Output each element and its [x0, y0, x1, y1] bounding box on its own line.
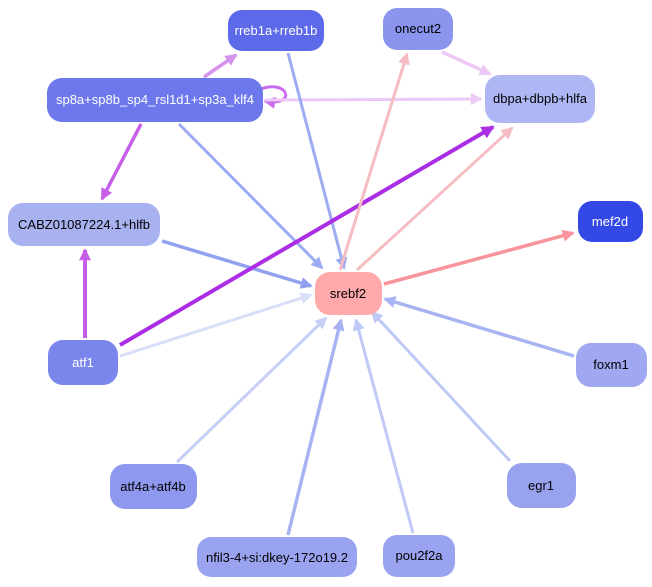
edge-onecut2-to-dbpa[interactable] — [441, 50, 492, 76]
node-nfil3-box[interactable] — [197, 537, 357, 577]
node-layer: rreb1a+rreb1b onecut2 sp8a+sp8b_sp4_rsl1… — [8, 8, 647, 577]
node-dbpa-box[interactable] — [485, 75, 595, 123]
node-atf4a-box[interactable] — [110, 464, 197, 509]
node-egr1-box[interactable] — [507, 463, 576, 508]
node-egr1[interactable]: egr1 — [507, 463, 576, 508]
node-sp8a-box[interactable] — [47, 78, 263, 122]
node-pou2f2a-box[interactable] — [383, 535, 455, 577]
node-pou2f2a[interactable]: pou2f2a — [383, 535, 455, 577]
node-onecut2[interactable]: onecut2 — [383, 8, 453, 50]
edge-atf1-to-srebf2[interactable] — [119, 292, 313, 358]
node-foxm1[interactable]: foxm1 — [576, 343, 647, 387]
node-srebf2[interactable]: srebf2 — [315, 272, 382, 315]
edge-srebf2-to-onecut2[interactable] — [338, 52, 410, 271]
node-dbpa[interactable]: dbpa+dbpb+hlfa — [485, 75, 595, 123]
edge-rreb1a-to-srebf2[interactable] — [286, 52, 348, 270]
node-mef2d-box[interactable] — [578, 201, 643, 242]
edge-cabz-to-srebf2[interactable] — [161, 239, 313, 289]
node-rreb1a-box[interactable] — [228, 10, 324, 51]
node-mef2d[interactable]: mef2d — [578, 201, 643, 242]
edge-sp8a-to-srebf2[interactable] — [177, 122, 324, 270]
edge-atf1-to-dbpa[interactable] — [118, 125, 495, 347]
edge-sp8a-to-dbpa[interactable] — [264, 93, 483, 106]
node-sp8a[interactable]: sp8a+sp8b_sp4_rsl1d1+sp3a_klf4 — [47, 78, 263, 122]
node-atf1-box[interactable] — [48, 340, 118, 385]
edge-pou2f2a-to-srebf2[interactable] — [352, 318, 415, 534]
node-cabz[interactable]: CABZ01087224.1+hlfb — [8, 203, 160, 246]
edge-sp8a-self-loop[interactable] — [260, 85, 287, 109]
edge-layer — [79, 50, 575, 536]
edge-srebf2-to-dbpa[interactable] — [355, 126, 514, 272]
node-atf1[interactable]: atf1 — [48, 340, 118, 385]
edge-atf4a-to-srebf2[interactable] — [175, 316, 328, 464]
node-foxm1-box[interactable] — [576, 343, 647, 387]
node-cabz-box[interactable] — [8, 203, 160, 246]
edge-srebf2-to-mef2d[interactable] — [383, 229, 575, 286]
edge-foxm1-to-srebf2[interactable] — [383, 296, 575, 358]
node-onecut2-box[interactable] — [383, 8, 453, 50]
node-atf4a[interactable]: atf4a+atf4b — [110, 464, 197, 509]
edge-egr1-to-srebf2[interactable] — [370, 310, 512, 463]
node-srebf2-box[interactable] — [315, 272, 382, 315]
node-rreb1a[interactable]: rreb1a+rreb1b — [228, 10, 324, 51]
edge-sp8a-to-rreb1a[interactable] — [203, 53, 238, 79]
edge-nfil3-to-srebf2[interactable] — [286, 318, 345, 536]
node-nfil3[interactable]: nfil3-4+si:dkey-172o19.2 — [197, 537, 357, 577]
edge-sp8a-to-cabz[interactable] — [100, 123, 143, 201]
